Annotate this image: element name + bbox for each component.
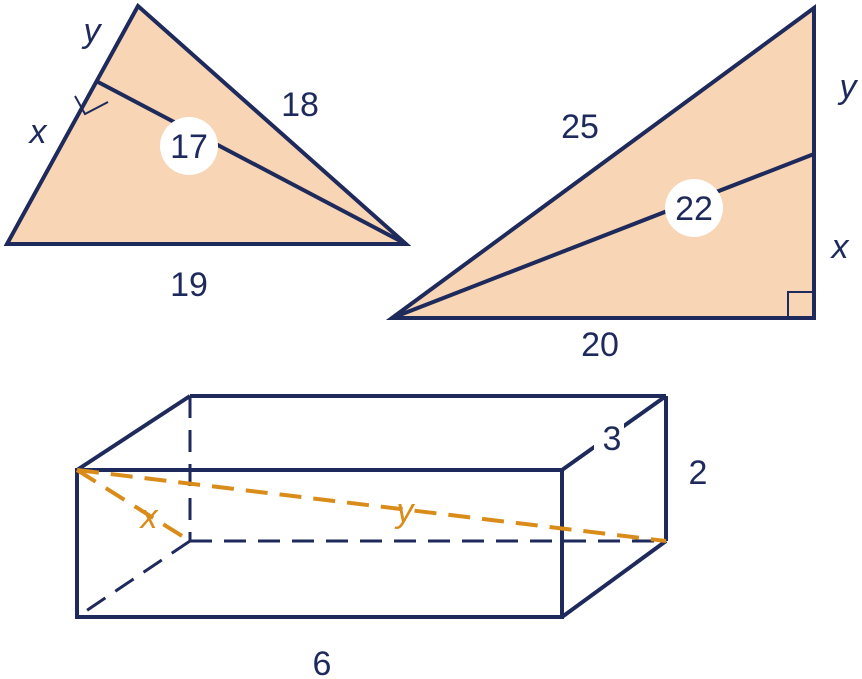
box-label-length: 6	[313, 645, 332, 679]
right-right-angle-mark	[787, 291, 814, 318]
left-triangle: y x 18 17 19	[3, 2, 412, 304]
right-triangle-cevian	[391, 152, 815, 320]
left-label-height: 17	[170, 128, 208, 166]
right-label-y: y	[838, 68, 859, 106]
left-label-y: y	[82, 12, 103, 50]
edge-top-left	[75, 394, 192, 472]
right-triangle-shape	[385, 4, 816, 320]
left-label-base: 19	[170, 266, 208, 304]
left-label-x: x	[28, 113, 48, 151]
left-triangle-altitude	[97, 80, 407, 246]
box-visible-edges	[75, 394, 668, 619]
right-label-x: x	[830, 228, 850, 266]
left-label-side: 18	[281, 86, 319, 124]
depth-label-gap	[594, 418, 624, 454]
face-diagonal-x	[75, 468, 192, 543]
left-height-badge	[160, 117, 218, 175]
right-label-hyp: 25	[561, 108, 599, 146]
right-label-cevian: 22	[675, 190, 713, 228]
right-label-base: 20	[581, 326, 619, 364]
box-label-x: x	[139, 498, 159, 536]
left-right-angle-mark	[74, 95, 109, 116]
box-label-height: 2	[689, 454, 708, 492]
right-cevian-badge	[665, 179, 723, 237]
hidden-edge-bottom-left	[76, 539, 191, 619]
edge-bottom-right	[560, 539, 668, 619]
box-label-depth: 3	[603, 420, 622, 458]
space-diagonal-y	[76, 468, 667, 543]
box: 3 2 6 x y	[75, 394, 708, 679]
box-front-face	[75, 468, 564, 619]
box-label-y: y	[395, 492, 416, 530]
box-diagonals	[75, 468, 667, 543]
right-triangle: 25 y x 22 20	[385, 4, 859, 364]
box-hidden-edges	[76, 396, 666, 619]
